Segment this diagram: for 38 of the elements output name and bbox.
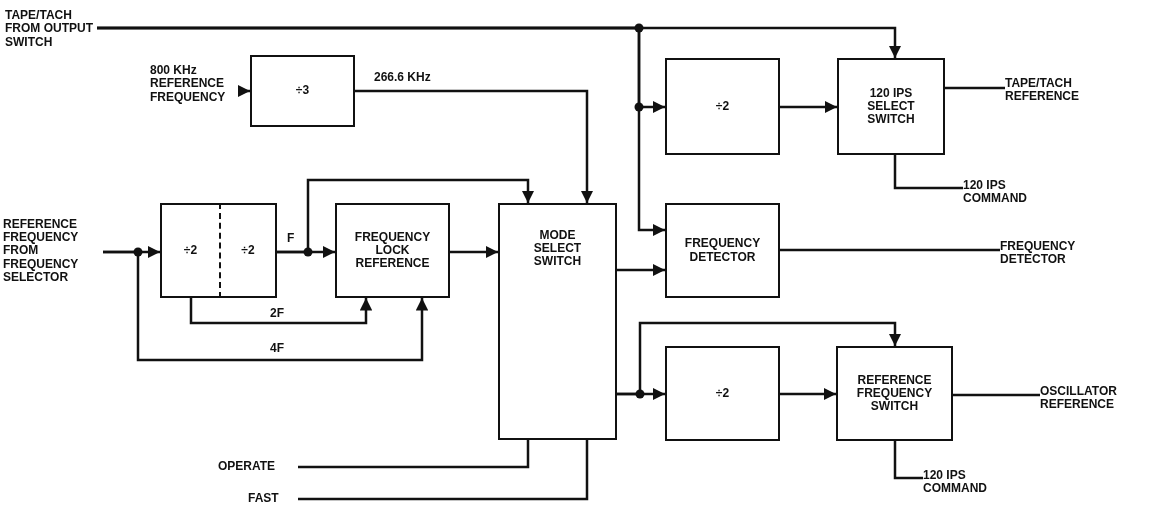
arrow: [277, 178, 535, 254]
signal-label: 800 KHz REFERENCE FREQUENCY: [150, 62, 242, 106]
arrow: [617, 263, 665, 277]
block-box: FREQUENCY LOCK REFERENCE: [335, 203, 450, 298]
signal-label: 120 IPS COMMAND: [963, 176, 1058, 208]
arrow: [237, 84, 250, 98]
arrow: [450, 245, 498, 259]
signal-label: FREQUENCY DETECTOR: [1000, 238, 1110, 268]
signal-label: TAPE/TACH FROM OUTPUT SWITCH: [5, 8, 97, 50]
arrow: [103, 250, 429, 362]
signal-line: [945, 86, 1005, 90]
signal-label: OPERATE: [218, 459, 298, 475]
signal-label: 120 IPS COMMAND: [923, 466, 1018, 498]
signal-line: [298, 440, 589, 501]
signal-line: [298, 440, 530, 469]
arrow: [355, 89, 594, 203]
block-box: REFERENCE FREQUENCY SWITCH: [836, 346, 953, 441]
block-box: ÷2: [160, 203, 219, 298]
signal-line: [893, 155, 963, 190]
arrow: [97, 26, 665, 237]
signal-line: [893, 441, 923, 480]
signal-line: [953, 393, 1040, 397]
arrow: [780, 387, 836, 401]
block-box: FREQUENCY DETECTOR: [665, 203, 780, 298]
signal-label: FAST: [248, 491, 298, 507]
block-box: ÷2: [665, 58, 780, 155]
arrow: [189, 298, 373, 325]
arrow: [617, 321, 902, 396]
block-box: MODE SELECT SWITCH: [498, 203, 617, 440]
signal-label: TAPE/TACH REFERENCE: [1005, 75, 1125, 105]
signal-label: REFERENCE FREQUENCY FROM FREQUENCY SELECTOR: [3, 215, 103, 287]
block-box: 120 IPS SELECT SWITCH: [837, 58, 945, 155]
block-box: ÷2: [665, 346, 780, 441]
block-box: ÷2: [219, 203, 277, 298]
signal-label: OSCILLATOR REFERENCE: [1040, 383, 1150, 413]
arrow: [780, 100, 837, 114]
signal-line: [780, 248, 1000, 252]
block-box: ÷3: [250, 55, 355, 127]
